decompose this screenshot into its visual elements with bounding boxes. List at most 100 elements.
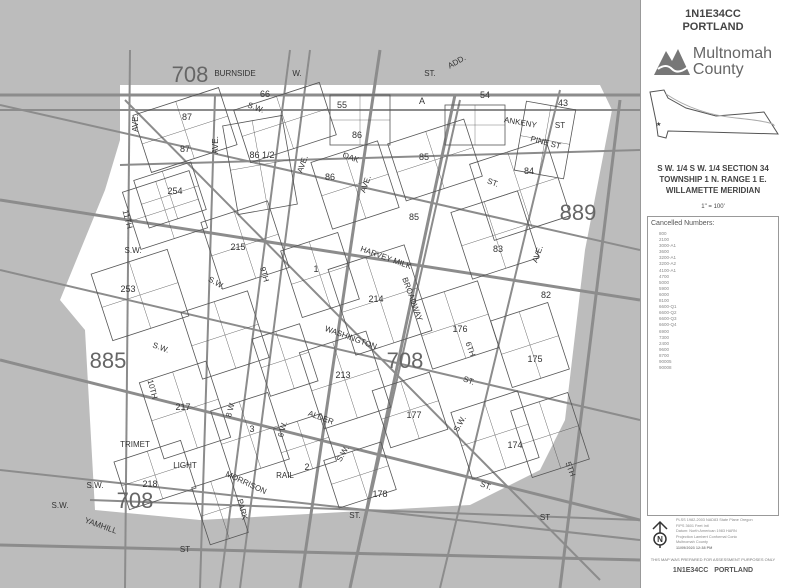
- tax-block[interactable]: [450, 390, 540, 480]
- block-number: 87: [180, 144, 190, 154]
- street-label: ST.: [486, 176, 500, 188]
- tax-block[interactable]: [510, 391, 590, 479]
- street-label: ST.: [349, 511, 361, 520]
- lot-line: [341, 287, 419, 313]
- block-number: 2: [304, 462, 309, 472]
- map-number: 708: [117, 488, 154, 513]
- tax-block[interactable]: [191, 474, 249, 546]
- map-number: 885: [90, 348, 127, 373]
- street-line: [0, 198, 640, 302]
- tax-block[interactable]: [133, 161, 207, 229]
- tax-block[interactable]: [180, 290, 270, 380]
- township-line: TOWNSHIP 1 N. RANGE 1 E.: [659, 175, 767, 184]
- metadata-line: Projection Lambert Conformal Conic: [676, 534, 738, 539]
- tax-block[interactable]: [233, 81, 337, 164]
- block-number: 85: [419, 152, 429, 162]
- tax-block[interactable]: [329, 94, 391, 146]
- tax-block[interactable]: [121, 170, 209, 250]
- map-number: 708: [172, 62, 209, 87]
- lot-line: [142, 115, 228, 145]
- cancelled-number: 2100: [659, 237, 670, 243]
- tax-block[interactable]: [210, 391, 290, 479]
- street-line: [0, 469, 640, 541]
- cancelled-number: 5900: [659, 285, 670, 291]
- cancelled-number: 5000: [659, 279, 670, 285]
- street-label: 6 W.: [276, 420, 289, 438]
- block-number: 3: [249, 424, 254, 434]
- cancelled-number: 4100-A1: [659, 267, 677, 273]
- block-number: 213: [335, 370, 350, 380]
- block-number: 1: [313, 264, 318, 274]
- map-city: PORTLAND: [682, 21, 744, 33]
- tax-block[interactable]: [138, 360, 232, 460]
- metadata-line: PLSS 1982-2003 NAD83 State Plane Oregon: [676, 518, 753, 522]
- lot-line: [141, 185, 199, 205]
- street-label: AVE.: [131, 114, 140, 132]
- tax-block[interactable]: [272, 412, 338, 478]
- tax-block[interactable]: [310, 140, 400, 230]
- lot-line: [331, 465, 389, 485]
- tax-block[interactable]: [387, 118, 483, 202]
- block-number: 176: [452, 324, 467, 334]
- lot-line: [321, 173, 389, 197]
- block-number: 253: [120, 284, 135, 294]
- street-label: AVE.: [211, 136, 220, 154]
- block-number: 84: [524, 166, 534, 176]
- block-number: 214: [368, 294, 383, 304]
- timestamp: 11/09/2023 12:38 PM: [676, 545, 713, 550]
- block-number: 43: [558, 98, 568, 108]
- tax-block[interactable]: [490, 301, 570, 389]
- footer-id: 1N1E34CC: [672, 567, 709, 574]
- logo-text-1: Multnomah: [692, 45, 773, 62]
- block-number: 86: [352, 130, 362, 140]
- block-number: 66: [260, 89, 270, 99]
- lot-line: [291, 265, 349, 285]
- tax-block[interactable]: [280, 231, 360, 319]
- lot-line: [211, 233, 279, 257]
- cancelled-title: Cancelled Numbers:: [651, 220, 715, 227]
- block-number: 215: [230, 242, 245, 252]
- tax-block[interactable]: [298, 330, 392, 430]
- lot-line: [121, 463, 189, 487]
- street-line: [0, 269, 640, 421]
- cancelled-number: 90005: [659, 358, 672, 364]
- lot-line: [461, 423, 529, 447]
- street-line: [348, 94, 457, 588]
- tax-block[interactable]: [327, 244, 433, 356]
- tax-block[interactable]: [222, 115, 298, 215]
- tax-block[interactable]: [200, 200, 290, 290]
- meridian-line: WILLAMETTE MERIDIAN: [665, 186, 761, 195]
- street-label: TRIMET: [120, 440, 150, 449]
- cancelled-number: 9600: [659, 346, 670, 352]
- north-arrow-block: N PLSS 1982-2003 NAD83 State Plane Orego…: [649, 518, 777, 551]
- tax-block[interactable]: [323, 441, 397, 509]
- lot-line: [131, 198, 199, 222]
- lot-line: [311, 368, 379, 392]
- map-id: 1N1E34CC: [685, 8, 741, 20]
- tax-block[interactable]: [113, 439, 197, 511]
- tax-block[interactable]: [410, 280, 500, 370]
- lot-line: [501, 335, 559, 355]
- street-line: [558, 99, 622, 588]
- tax-block[interactable]: [90, 248, 190, 342]
- lot-line: [261, 352, 309, 368]
- street-label: S.W.: [87, 481, 104, 490]
- cancelled-number: 3200-A2: [659, 261, 677, 267]
- cancelled-number: 6000: [659, 291, 670, 297]
- block-number: 55: [337, 100, 347, 110]
- lot-line: [421, 313, 489, 337]
- logo-text-2: County: [692, 61, 744, 78]
- tax-block[interactable]: [251, 323, 319, 397]
- tax-block[interactable]: [132, 87, 238, 173]
- lot-line: [191, 323, 259, 347]
- street-label: 9TH: [258, 266, 271, 283]
- cancelled-number: 8100: [659, 298, 670, 304]
- tax-block[interactable]: [450, 190, 540, 280]
- cancelled-number: 6600-Q4: [659, 322, 677, 328]
- street-label: 8 W.: [224, 400, 237, 418]
- tax-block[interactable]: [371, 371, 449, 449]
- metadata-line: Datum: North American 1983 HARN: [676, 529, 737, 533]
- street-label: ST: [180, 545, 190, 554]
